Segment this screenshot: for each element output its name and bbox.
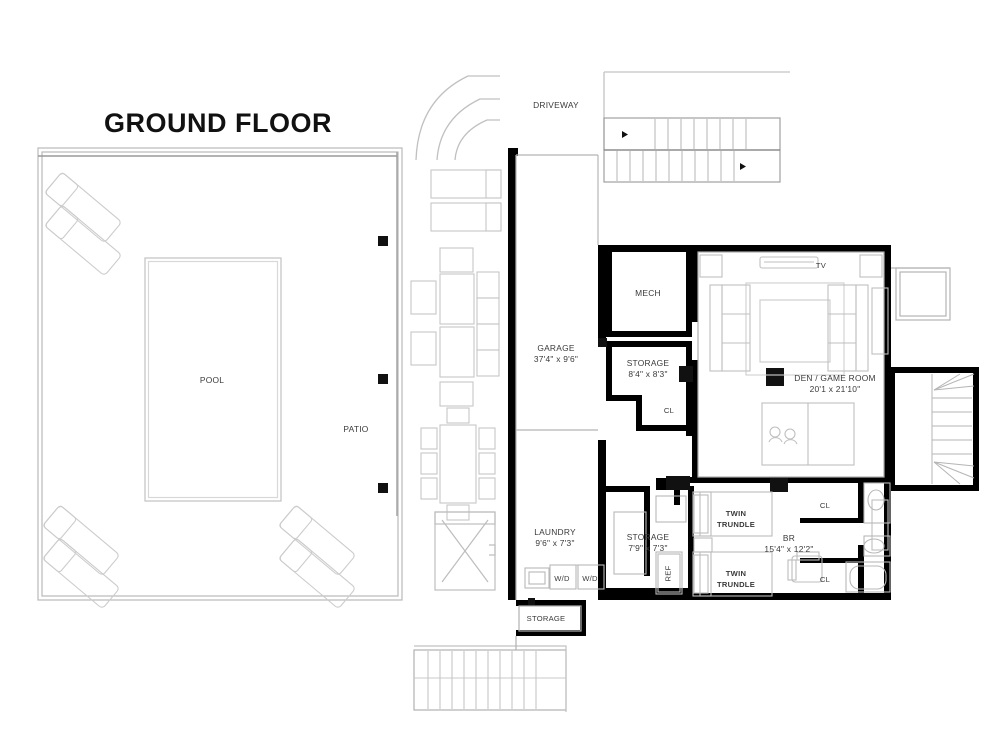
patio-shed xyxy=(434,511,496,591)
bottom-storage-marker xyxy=(528,598,535,605)
room-label-driveway: DRIVEWAY xyxy=(533,100,579,110)
room-label-closet-1: CL xyxy=(663,406,675,415)
driveway-outline xyxy=(603,71,790,150)
bathroom-fixtures xyxy=(845,482,891,593)
laundry-fixtures xyxy=(524,564,605,590)
room-label-patio: PATIO xyxy=(343,424,369,434)
bottom-storage-outline xyxy=(518,605,582,632)
room-label-pool: POOL xyxy=(199,375,225,385)
pool-patio-area xyxy=(37,147,403,601)
page-title: GROUND FLOOR xyxy=(104,108,332,138)
den-furniture xyxy=(699,254,889,551)
pool-basin xyxy=(144,257,282,502)
curved-walkway xyxy=(415,75,500,161)
fixture-label-twin-trundle-2: TWIN TRUNDLE xyxy=(716,569,756,589)
room-label-den: DEN / GAME ROOM 20'1 x 21'10" xyxy=(794,373,876,394)
den-walls-light xyxy=(697,251,885,478)
bedroom-furniture xyxy=(692,491,823,597)
fixture-label-tv: TV xyxy=(815,261,827,270)
stairs-bottom xyxy=(413,636,567,712)
patio-door-markers xyxy=(378,236,388,493)
pool-lounge-chairs xyxy=(43,172,355,608)
room-label-mech: MECH xyxy=(635,288,661,298)
stairs-winder-right xyxy=(888,367,979,491)
fixture-label-washer-dryer-2: W/D xyxy=(582,574,598,583)
garage-interior xyxy=(515,154,599,600)
upper-right-closet xyxy=(891,267,951,321)
fixture-label-twin-trundle-1: TWIN TRUNDLE xyxy=(716,509,756,529)
patio-furniture xyxy=(410,169,502,521)
room-label-laundry: LAUNDRY 9'6" x 7'3" xyxy=(534,527,576,548)
room-label-storage-bottom: STORAGE xyxy=(526,614,566,623)
room-label-bedroom: BR 15'4" x 12'2" xyxy=(764,533,814,554)
entry-stairs-top xyxy=(603,117,781,183)
door-markers xyxy=(598,338,946,492)
room-label-storage-upper: STORAGE 8'4" x 8'3" xyxy=(626,358,670,379)
room-label-closet-3: CL xyxy=(819,575,831,584)
fixture-label-washer-dryer-1: W/D xyxy=(554,574,570,583)
room-label-storage-lower: STORAGE 7'9" x 7'3" xyxy=(626,532,670,553)
room-label-closet-2: CL xyxy=(819,501,831,510)
fixture-label-refrigerator: REF xyxy=(663,565,673,582)
storage-fixtures xyxy=(613,495,687,595)
room-label-garage: GARAGE 37'4" x 9'6" xyxy=(533,343,579,364)
